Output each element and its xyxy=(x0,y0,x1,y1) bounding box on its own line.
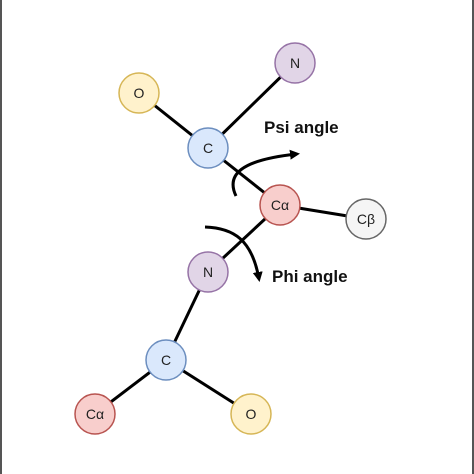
atom-ca-bot-label: Cα xyxy=(86,406,104,422)
atom-ca-bot-circle xyxy=(74,393,116,435)
atom-o-top-label: O xyxy=(134,85,145,101)
atom-c-top: C xyxy=(187,127,229,169)
atom-n-top-label: N xyxy=(290,55,300,71)
atom-o-top: O xyxy=(118,72,160,114)
atom-c-bot-label: C xyxy=(161,352,171,368)
atom-n-mid-circle xyxy=(187,251,229,293)
psi-rotation-arrow xyxy=(231,149,300,197)
atom-cb-label: Cβ xyxy=(357,211,375,227)
atom-o-top-circle xyxy=(118,72,160,114)
atom-ca-mid-circle xyxy=(259,184,301,226)
atom-c-bot: C xyxy=(145,339,187,381)
phi-rotation-arrow xyxy=(204,225,263,282)
atom-c-bot-circle xyxy=(145,339,187,381)
atom-ca-bot: Cα xyxy=(74,393,116,435)
atom-c-top-label: C xyxy=(203,140,213,156)
atom-n-mid: N xyxy=(187,251,229,293)
atom-n-mid-label: N xyxy=(203,264,213,280)
atom-o-bot-label: O xyxy=(246,406,257,422)
atom-ca-mid: Cα xyxy=(259,184,301,226)
atom-c-top-circle xyxy=(187,127,229,169)
bonds xyxy=(94,61,367,416)
atom-n-top-circle xyxy=(274,42,316,84)
atom-n-top: N xyxy=(274,42,316,84)
atom-o-bot: O xyxy=(230,393,272,435)
psi-angle-label: Psi angle xyxy=(264,118,339,137)
atom-cb: Cβ xyxy=(345,198,387,240)
atom-o-bot-circle xyxy=(230,393,272,435)
atom-cb-circle xyxy=(345,198,387,240)
phi-angle-label: Phi angle xyxy=(272,267,348,286)
atom-ca-mid-label: Cα xyxy=(271,197,289,213)
